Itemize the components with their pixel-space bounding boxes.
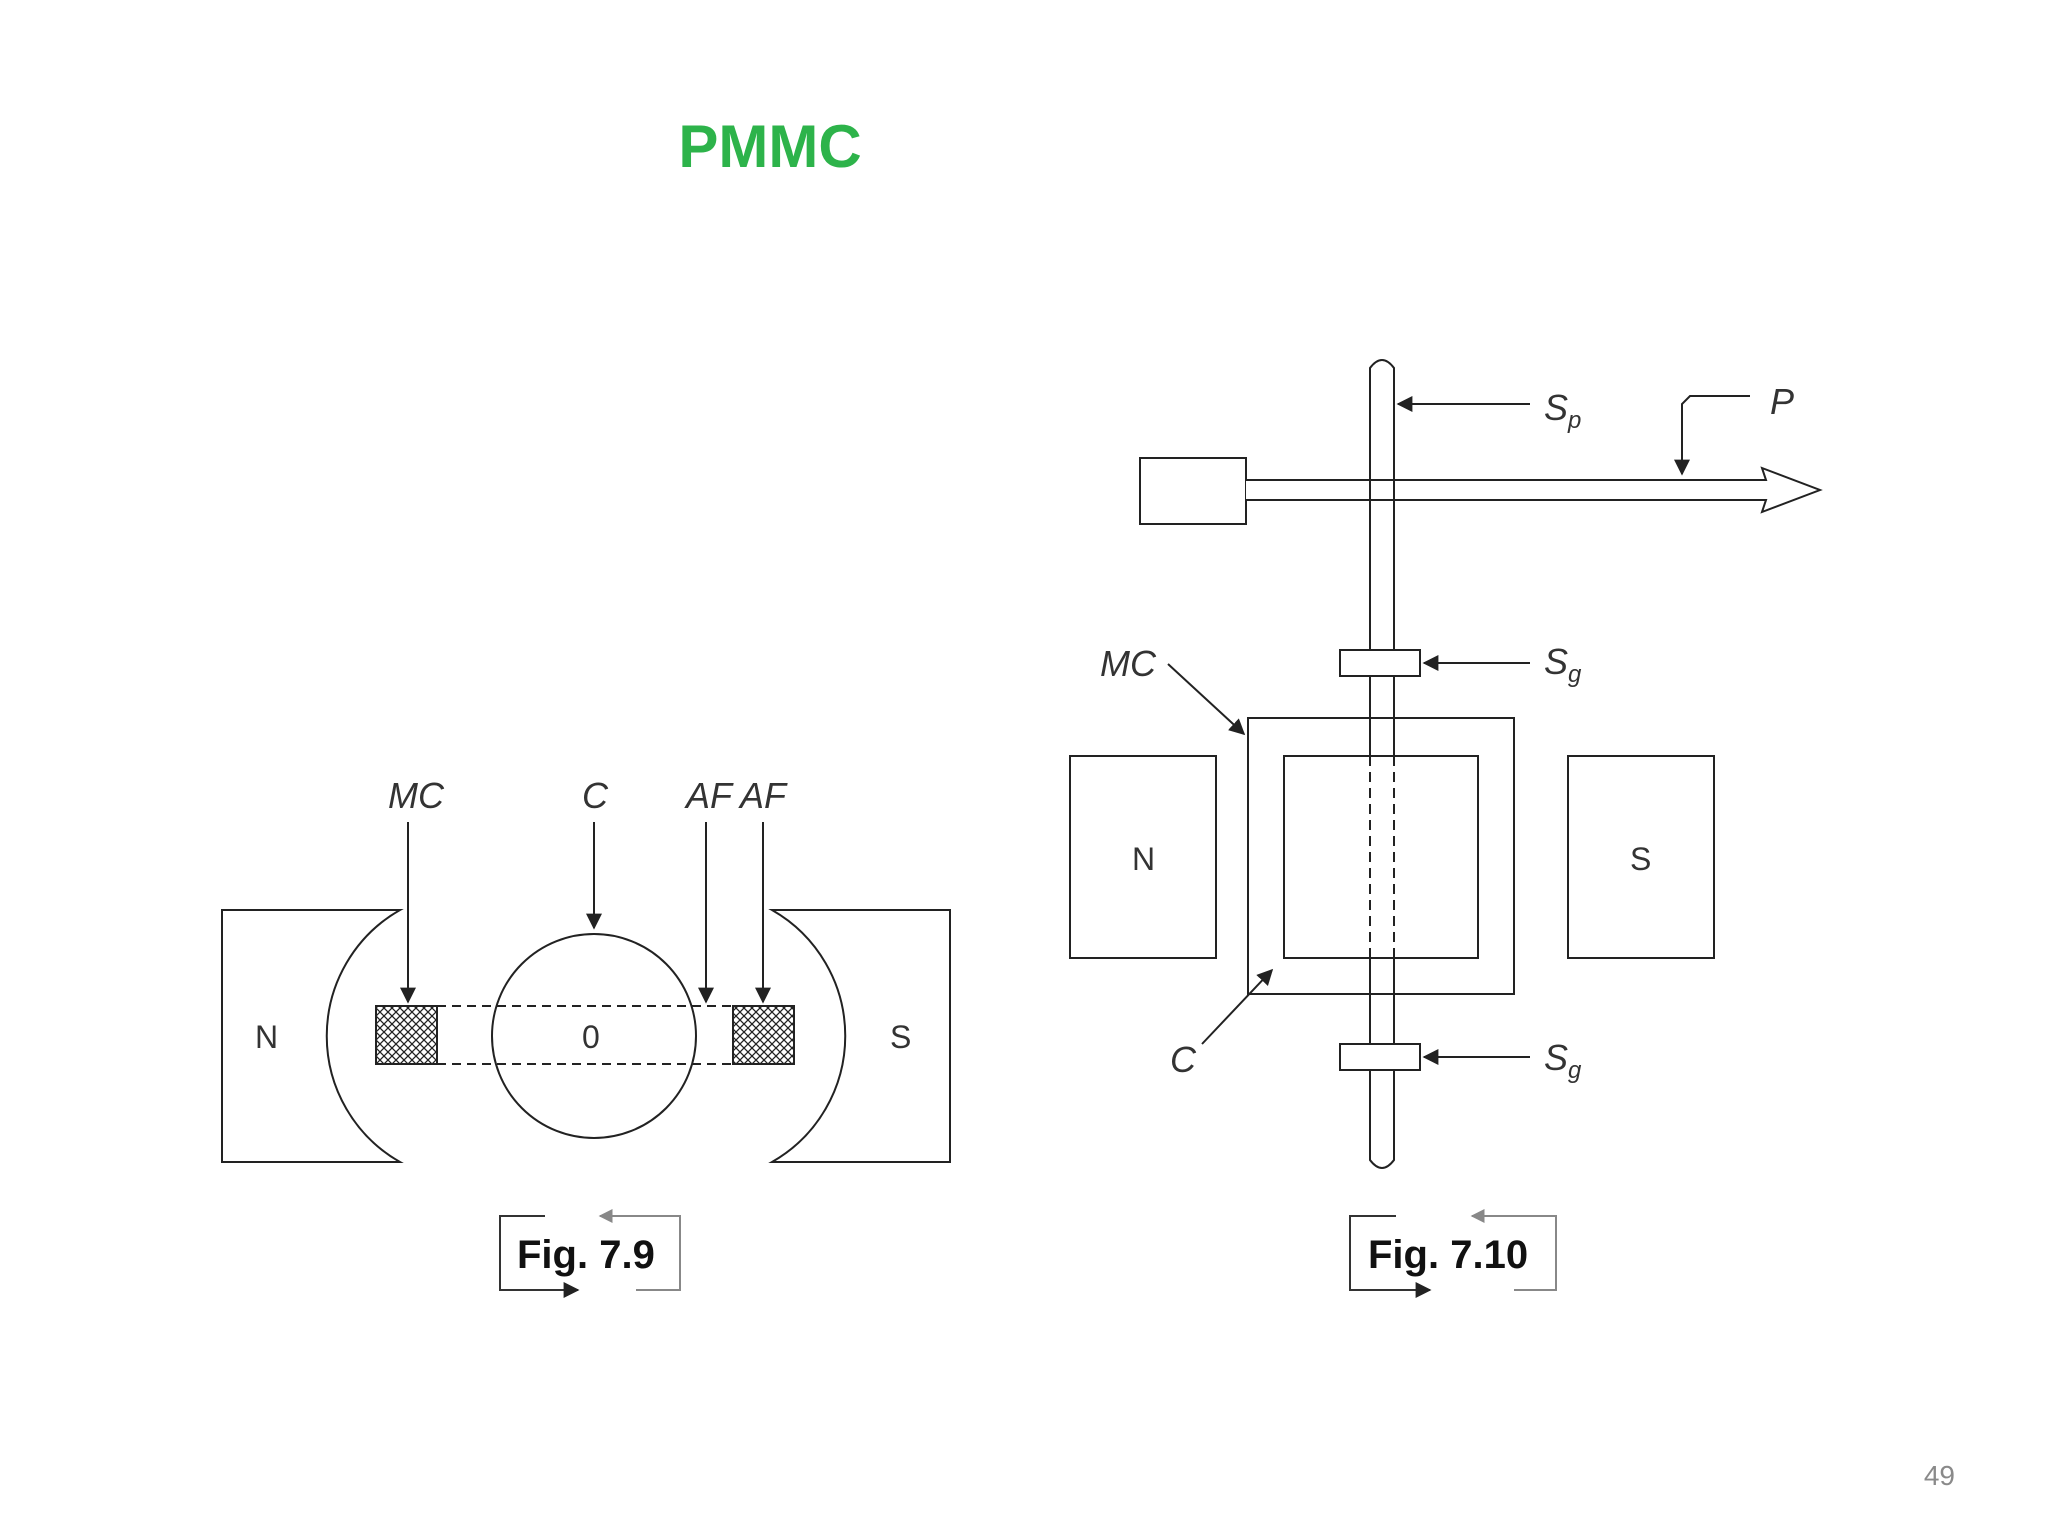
af-label-1: AF — [684, 775, 734, 816]
iron-core — [491, 933, 697, 1139]
coil-side-right — [732, 1005, 795, 1065]
c-arrow-710 — [1201, 968, 1274, 1045]
fig-7-10 — [1069, 359, 1823, 1169]
sg-bottom-label: Sg — [1544, 1037, 1582, 1084]
zero-label: 0 — [582, 1019, 600, 1055]
fig-7-9 — [221, 822, 951, 1163]
spring-top — [1339, 649, 1421, 677]
pointer — [1246, 466, 1823, 514]
fig-7-10-caption: Fig. 7.10 — [1368, 1233, 1528, 1277]
north-label-710: N — [1132, 841, 1155, 877]
fig-7-10-caption-box — [1349, 1209, 1557, 1298]
mc-label-710: MC — [1100, 643, 1157, 684]
north-label: N — [255, 1019, 278, 1055]
south-label: S — [890, 1019, 911, 1055]
counterweight — [1139, 457, 1247, 525]
south-pole-block — [1567, 755, 1715, 959]
fig-7-9-caption-box — [499, 1209, 681, 1298]
coil-side-left — [375, 1005, 438, 1065]
fig-7-9-labels: MC C AF AF N S 0 — [255, 775, 911, 1055]
mc-label: MC — [388, 775, 445, 816]
south-label-710: S — [1630, 841, 1651, 877]
page-number: 49 — [1923, 1460, 1955, 1491]
south-pole-magnet — [768, 909, 951, 1163]
mc-arrow-710 — [1167, 663, 1246, 736]
sp-label: Sp — [1544, 387, 1581, 434]
fig-7-9-caption: Fig. 7.9 — [517, 1233, 655, 1277]
af-label-2: AF — [738, 775, 788, 816]
c-label-710: C — [1170, 1039, 1197, 1080]
core-inner — [1283, 755, 1479, 959]
north-pole-magnet — [221, 909, 404, 1163]
fig-7-10-labels: Sp P MC Sg N S C Sg — [1100, 381, 1794, 1084]
p-label: P — [1770, 381, 1794, 422]
slide-title: PMMC — [678, 113, 862, 180]
p-arrow — [1674, 395, 1750, 476]
spring-bottom — [1339, 1043, 1421, 1071]
c-label: C — [582, 775, 609, 816]
north-pole-block — [1069, 755, 1217, 959]
sg-top-label: Sg — [1544, 641, 1582, 688]
